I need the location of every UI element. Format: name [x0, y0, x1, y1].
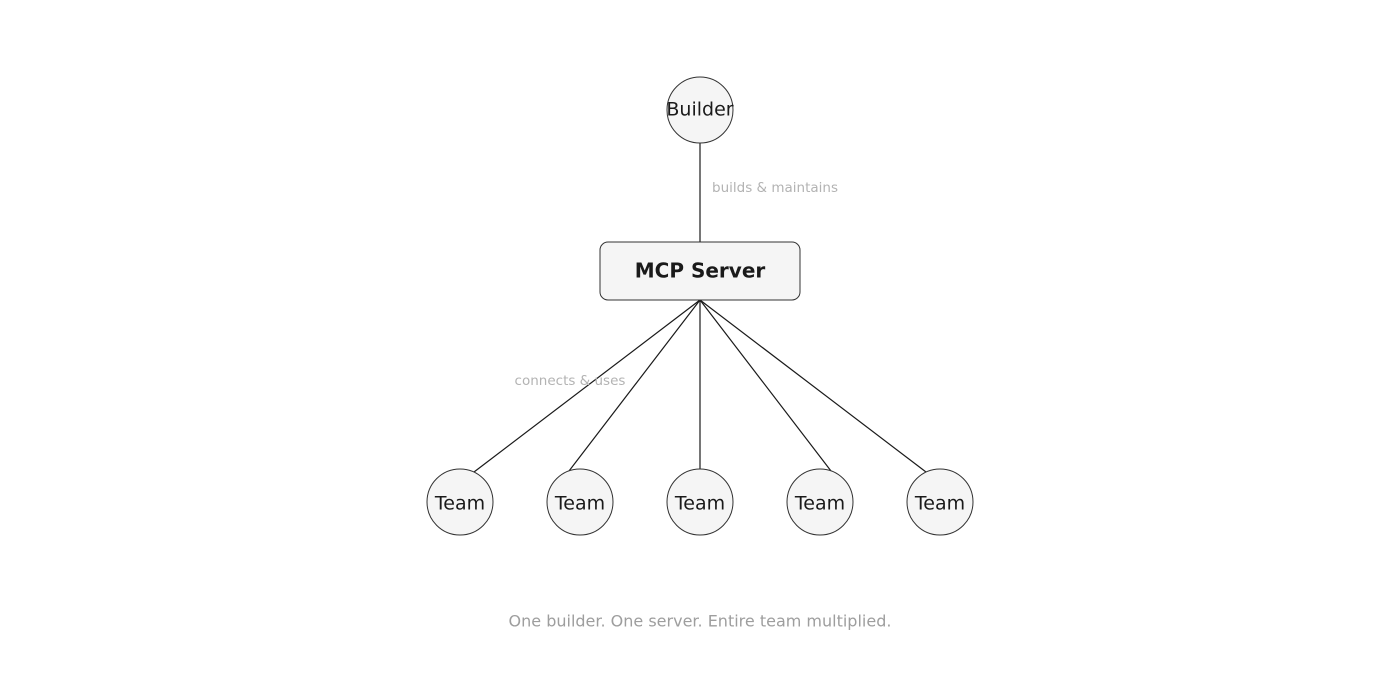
diagram-caption: One builder. One server. Entire team mul… [509, 612, 892, 631]
edge-server-to-team-1 [473, 299, 701, 473]
node-team-2[interactable]: Team [546, 468, 614, 536]
mcp-server-box [599, 241, 801, 301]
edge-server-to-team-5 [699, 299, 927, 473]
node-team-4[interactable]: Team [786, 468, 854, 536]
edge-label-connects-and-uses: connects & uses [515, 373, 626, 389]
node-team-5[interactable]: Team [906, 468, 974, 536]
team-circle [426, 468, 494, 536]
edge-label-builds-and-maintains: builds & maintains [712, 180, 838, 196]
mcp-server-label: MCP Server [635, 259, 766, 283]
team-label: Team [554, 493, 605, 515]
team-label: Team [914, 493, 965, 515]
builder-label: Builder [666, 99, 733, 121]
node-builder[interactable]: Builder [666, 76, 734, 144]
node-team-3[interactable]: Team [666, 468, 734, 536]
team-circle [666, 468, 734, 536]
node-team-1[interactable]: Team [426, 468, 494, 536]
team-circle [906, 468, 974, 536]
team-label: Team [434, 493, 485, 515]
builder-circle [666, 76, 734, 144]
edge-server-to-team-4 [699, 299, 832, 472]
edge-server-to-team-2 [568, 299, 701, 472]
team-circle [546, 468, 614, 536]
team-circle [786, 468, 854, 536]
team-label: Team [794, 493, 845, 515]
node-mcp-server[interactable]: MCP Server [599, 241, 801, 301]
team-label: Team [674, 493, 725, 515]
